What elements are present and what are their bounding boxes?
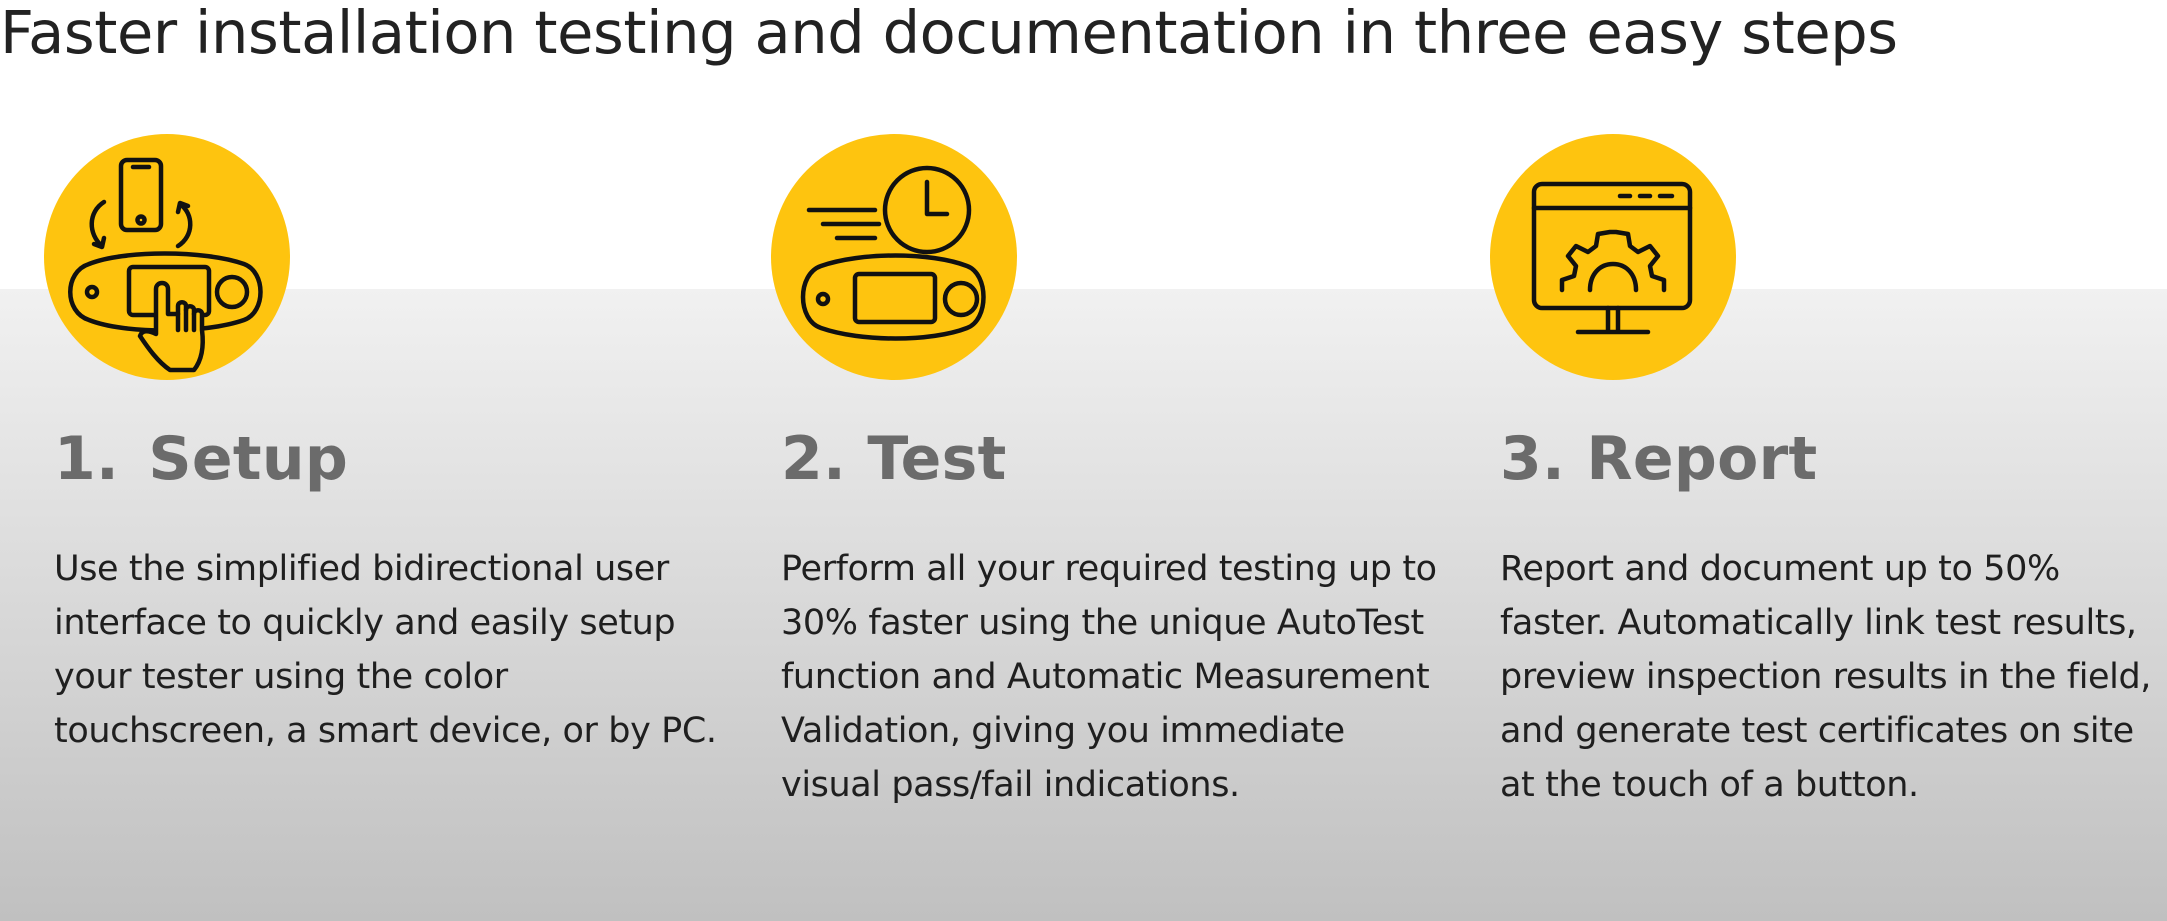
steps-background (0, 289, 2167, 921)
step-heading: 2. Test (781, 424, 1007, 494)
monitor-gear-report-icon (1490, 134, 1736, 380)
step-description: Perform all your required testing up to … (781, 549, 1437, 805)
step-heading: 1. Setup (54, 424, 349, 494)
fast-tester-clock-icon (771, 134, 1017, 380)
tester-touch-setup-icon (44, 134, 290, 380)
step-description: Report and document up to 50% faster. Au… (1500, 549, 2152, 805)
step-description: Use the simplified bidirectional user in… (54, 549, 717, 751)
page-title: Faster installation testing and document… (0, 0, 1898, 67)
step-heading: 3. Report (1500, 424, 1818, 494)
